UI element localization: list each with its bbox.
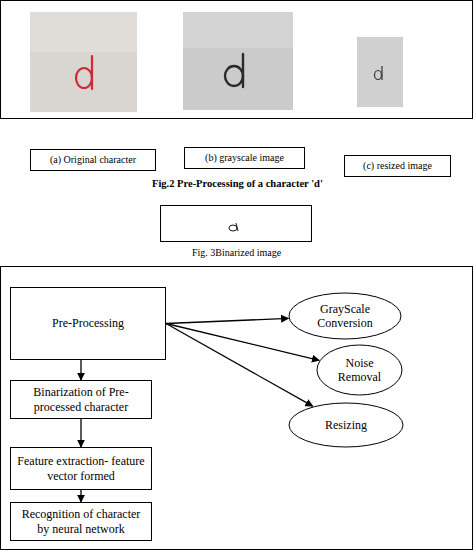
node-text: Resizing (325, 418, 367, 432)
flow-arrow (80, 360, 81, 380)
caption-box: (b) grayscale image (184, 147, 305, 169)
process-box: Feature extraction- feature vector forme… (10, 447, 152, 490)
grayscale-photo (183, 12, 293, 110)
flow-arrow (166, 324, 319, 361)
flow-arrow (80, 419, 81, 447)
node-text: (c) resized image (363, 160, 432, 172)
caption-box: (c) resized image (344, 155, 451, 177)
figure-caption: Fig.2 Pre-Processing of a character 'd' (152, 178, 323, 191)
node-text: Recognition of character by neural netwo… (16, 507, 146, 536)
flow-arrow (166, 318, 288, 323)
bottom-frame (1, 267, 473, 550)
top-frame (1, 1, 473, 119)
step-ellipse: Noise Removal (316, 344, 403, 396)
figure-caption: Fig. 3Binarized image (192, 247, 281, 259)
flow-arrow (166, 324, 313, 407)
node-text: Noise Removal (328, 356, 392, 385)
node-text: Pre-Processing (52, 316, 124, 330)
flow-arrow (80, 490, 81, 502)
node-text: GrayScale Conversion (303, 302, 387, 331)
process-box: Pre-Processing (10, 287, 166, 360)
binarized-image (161, 206, 312, 242)
node-text: (a) Original character (50, 154, 136, 166)
process-box: Binarization of Pre-processed character (10, 380, 152, 419)
step-ellipse: Resizing (288, 402, 404, 448)
caption-box: (a) Original character (30, 149, 156, 171)
step-ellipse: GrayScale Conversion (288, 292, 402, 340)
node-text: Binarization of Pre-processed character (16, 385, 146, 414)
original-photo (30, 12, 137, 112)
resized-photo (357, 37, 403, 107)
node-text: Feature extraction- feature vector forme… (16, 454, 146, 483)
process-box: Recognition of character by neural netwo… (10, 502, 152, 541)
node-text: (b) grayscale image (205, 152, 284, 164)
